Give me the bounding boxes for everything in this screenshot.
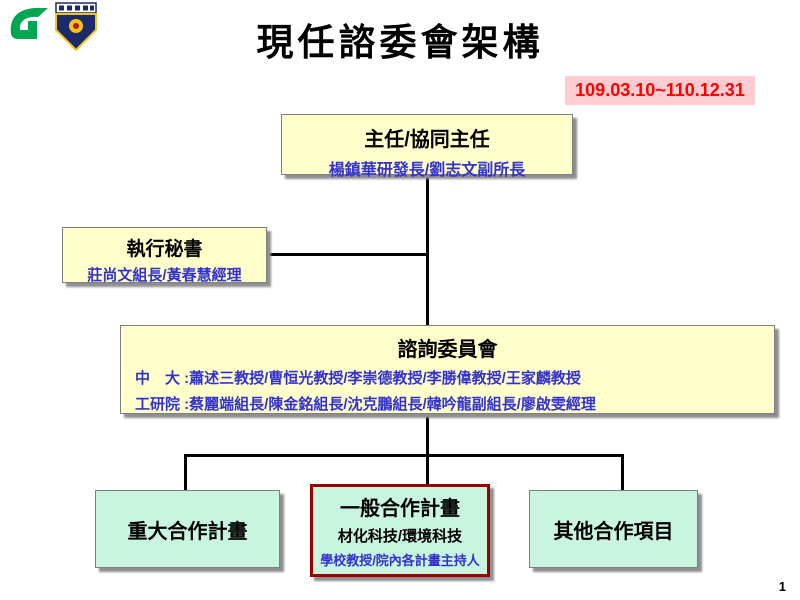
- term-date-badge: 109.03.10~110.12.31: [565, 76, 755, 105]
- secretary-title: 執行秘書: [126, 239, 203, 260]
- page-title: 現任諮委會架構: [256, 22, 544, 63]
- director-title: 主任/協同主任: [364, 129, 490, 151]
- program-title: 其他合作項目: [553, 520, 674, 543]
- committee-members-itri: 工研院 :蔡麗端組長/陳金銘組長/沈克鵬組長/韓吟龍副組長/廖啟雯經理: [135, 396, 596, 413]
- connector-committee-branch: [426, 414, 429, 484]
- committee-title: 諮詢委員會: [397, 339, 498, 361]
- committee-members-ncu: 中 大 :蕭述三教授/曹恒光教授/李崇德教授/李勝偉教授/王家麟教授: [135, 370, 581, 387]
- page-number: 1: [778, 579, 786, 594]
- program-title: 重大合作計畫: [127, 520, 248, 543]
- org-node-director: 主任/協同主任 楊鎮華研發長/劉志文副所長: [281, 114, 573, 179]
- connector-branch-left: [184, 454, 187, 490]
- org-node-general-projects-highlighted: 一般合作計畫 材化科技/環境科技 學校教授/院內各計畫主持人: [310, 484, 490, 577]
- connector-secretary: [267, 253, 427, 256]
- connector-branch-right: [621, 454, 624, 490]
- green-org-logo-icon: [10, 7, 49, 39]
- org-node-committee: 諮詢委員會 中 大 :蕭述三教授/曹恒光教授/李崇德教授/李勝偉教授/王家麟教授…: [120, 325, 775, 414]
- program-title: 一般合作計畫: [340, 498, 460, 520]
- org-node-other-projects: 其他合作項目: [529, 490, 698, 568]
- program-subtitle: 材化科技/環境科技: [337, 528, 463, 545]
- connector-branch-horizontal: [184, 454, 624, 457]
- director-names: 楊鎮華研發長/劉志文副所長: [328, 162, 526, 179]
- connector-director-committee: [426, 175, 429, 325]
- org-node-secretary: 執行秘書 莊尚文組長/黃春慧經理: [62, 227, 267, 284]
- program-note: 學校教授/院內各計畫主持人: [320, 553, 480, 568]
- school-badge-icon: [55, 2, 97, 52]
- org-node-major-projects: 重大合作計畫: [95, 490, 280, 568]
- secretary-names: 莊尚文組長/黃春慧經理: [87, 267, 242, 284]
